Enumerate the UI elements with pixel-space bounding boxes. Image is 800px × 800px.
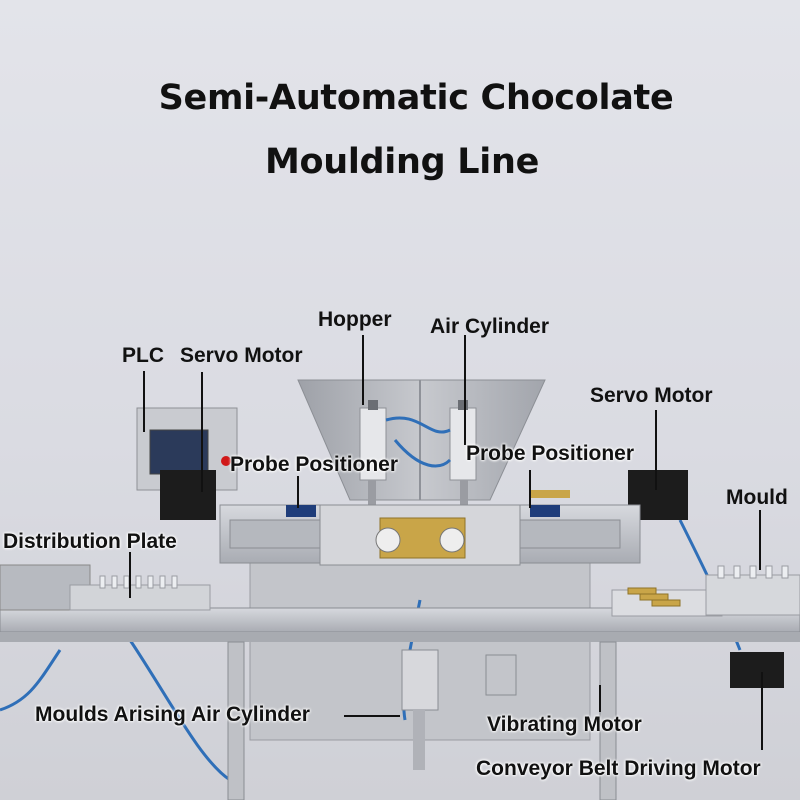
label-hopper: Hopper: [318, 308, 392, 331]
title-line-1: Semi-Automatic Chocolate: [158, 78, 674, 118]
label-conveyor-belt-driving-motor: Conveyor Belt Driving Motor: [476, 757, 761, 780]
conveyor-motor-body: [730, 652, 784, 688]
label-probe-positioner-left: Probe Positioner: [230, 453, 399, 476]
plc-screen: [149, 429, 209, 475]
label-plc: PLC: [122, 344, 164, 367]
label-servo-motor-right: Servo Motor: [590, 384, 713, 407]
label-air-cylinder: Air Cylinder: [430, 315, 550, 338]
hopper-shape: [297, 379, 546, 501]
label-probe-positioner-right: Probe Positioner: [466, 442, 635, 465]
arising-cylinder-body: [401, 649, 439, 711]
leader-lines: [129, 335, 763, 750]
servo-motor-left: [160, 470, 216, 520]
label-mould: Mould: [726, 486, 788, 509]
label-servo-motor-left: Servo Motor: [180, 344, 303, 367]
title-line-2: Moulding Line: [264, 142, 540, 182]
label-vibrating-motor: Vibrating Motor: [487, 713, 642, 736]
label-distribution-plate: Distribution Plate: [3, 530, 177, 553]
label-moulds-arising-air-cylinder: Moulds Arising Air Cylinder: [35, 703, 310, 726]
vibrating-motor-body: [485, 654, 517, 696]
mould-stack: [705, 574, 800, 616]
air-cylinders: [359, 400, 477, 520]
